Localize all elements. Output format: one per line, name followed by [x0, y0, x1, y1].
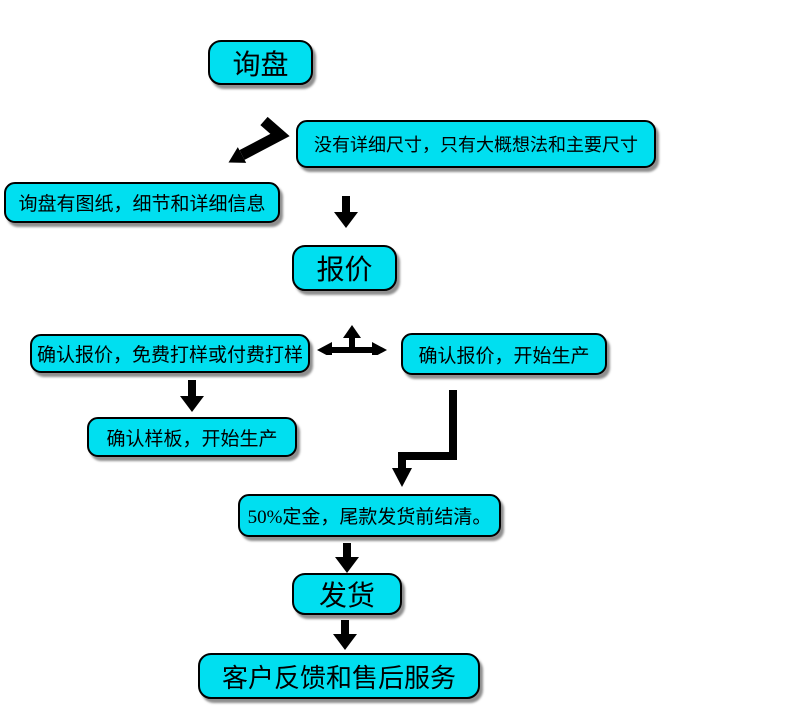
node-no-dimensions-label: 没有详细尺寸，只有大概想法和主要尺寸: [314, 135, 638, 155]
three-way-arrow-icon: [316, 325, 388, 355]
node-no-dimensions: 没有详细尺寸，只有大概想法和主要尺寸: [296, 120, 656, 168]
node-confirm-quote-sampling-label: 确认报价，免费打样或付费打样: [36, 345, 303, 366]
node-with-drawings: 询盘有图纸，细节和详细信息: [4, 182, 280, 223]
node-sample-confirmed-production-label: 确认样板，开始生产: [106, 428, 278, 450]
elbow-arrow-icon: [392, 390, 460, 490]
down-arrow-icon: [332, 620, 358, 650]
node-feedback-aftersales: 客户反馈和售后服务: [198, 653, 480, 699]
node-deposit-terms-label: 50%定金，尾款发货前结清。: [247, 507, 492, 528]
node-quote-label: 报价: [316, 255, 373, 286]
down-arrow-icon: [179, 380, 205, 412]
node-inquiry-label: 询盘: [232, 49, 289, 81]
bent-diagonal-arrow-icon: [222, 116, 292, 168]
down-arrow-icon: [333, 196, 359, 228]
node-ship-label: 发货: [318, 581, 375, 612]
node-sample-confirmed-production: 确认样板，开始生产: [87, 417, 297, 457]
node-with-drawings-label: 询盘有图纸，细节和详细信息: [18, 194, 266, 215]
node-confirm-quote-sampling: 确认报价，免费打样或付费打样: [30, 334, 310, 373]
down-arrow-icon: [334, 543, 360, 573]
node-ship: 发货: [292, 573, 402, 615]
node-quote: 报价: [292, 245, 397, 291]
node-confirm-quote-production: 确认报价，开始生产: [401, 333, 607, 375]
node-deposit-terms: 50%定金，尾款发货前结清。: [238, 494, 501, 537]
node-feedback-aftersales-label: 客户反馈和售后服务: [221, 663, 456, 693]
node-inquiry: 询盘: [208, 40, 313, 85]
node-confirm-quote-production-label: 确认报价，开始生产: [418, 345, 590, 367]
